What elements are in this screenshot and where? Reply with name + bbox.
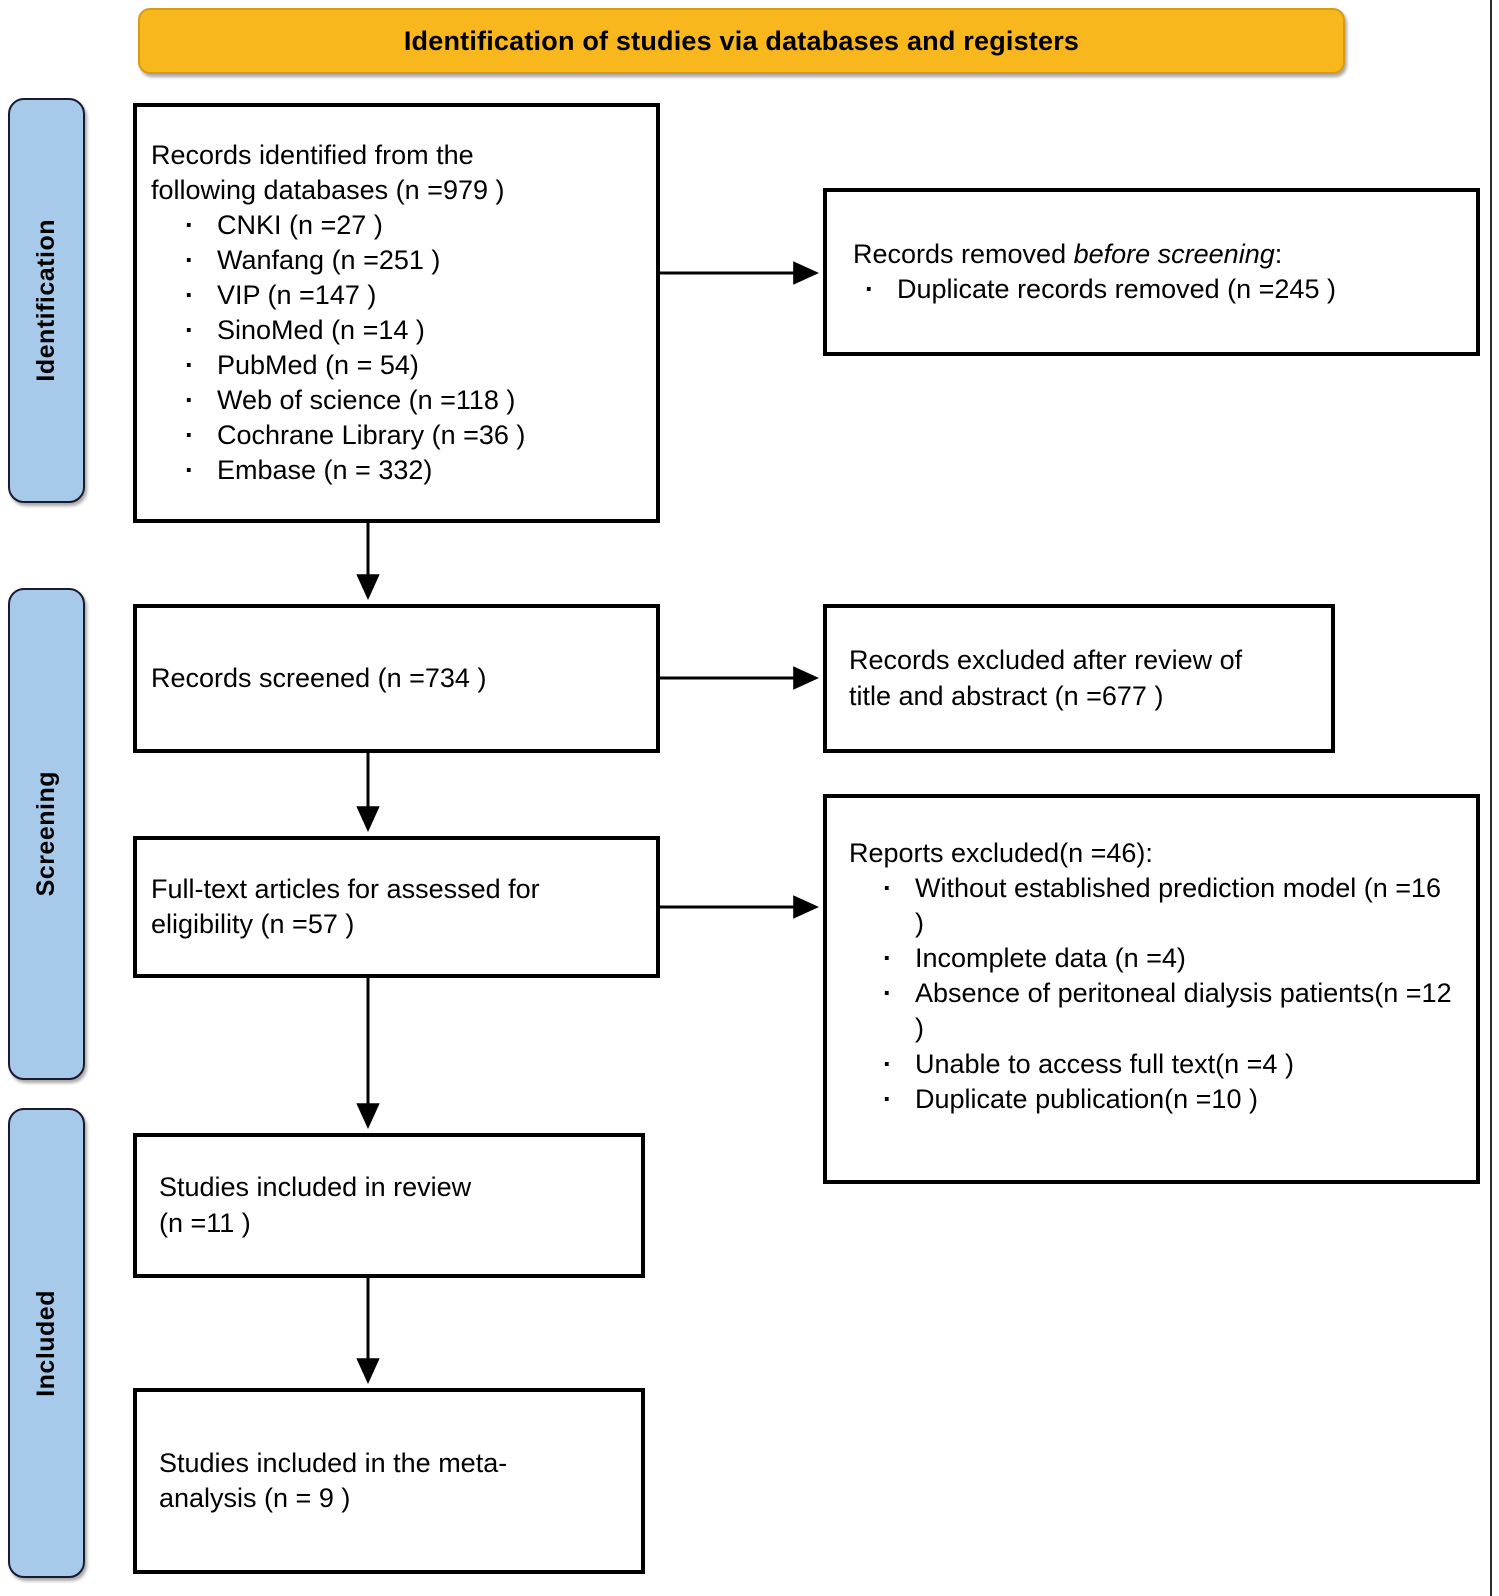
- list-item: Cochrane Library (n =36 ): [151, 418, 642, 453]
- box-studies-included-meta-analysis: Studies included in the meta- analysis (…: [133, 1388, 645, 1574]
- box-reports-excluded-content: Reports excluded(n =46): Without establi…: [827, 798, 1476, 1117]
- exclusion-reason: Without established prediction model (n …: [915, 873, 1442, 939]
- records-identified-line2: following databases (n =979 ): [151, 174, 505, 205]
- phase-label-screening: Screening: [32, 771, 60, 897]
- removed-entry: Duplicate records removed (n =245 ): [897, 274, 1336, 304]
- phase-bar-screening: Screening: [8, 588, 85, 1080]
- phase-bar-included: Included: [8, 1108, 85, 1578]
- included-review-line1: Studies included in review: [159, 1172, 472, 1203]
- reports-excluded-heading: Reports excluded(n =46):: [849, 838, 1153, 868]
- records-removed-heading-italic: before screening: [1073, 238, 1275, 269]
- records-identified-line1: Records identified from the: [151, 139, 474, 170]
- records-screened-line1: Records screened (n =734 ): [151, 662, 487, 693]
- box-records-removed-before-screening: Records removed before screening: Duplic…: [823, 188, 1480, 356]
- list-item: CNKI (n =27 ): [151, 208, 642, 243]
- phase-label-included: Included: [32, 1289, 60, 1397]
- database-entry: VIP (n =147 ): [217, 279, 377, 310]
- list-item: Incomplete data (n =4): [849, 941, 1454, 976]
- list-item: Duplicate records removed (n =245 ): [853, 272, 1450, 307]
- records-removed-list: Duplicate records removed (n =245 ): [853, 272, 1450, 307]
- list-item: SinoMed (n =14 ): [151, 313, 642, 348]
- box-records-excluded-title-abstract: Records excluded after review of title a…: [823, 604, 1335, 753]
- list-item: Without established prediction model (n …: [849, 871, 1454, 941]
- box-studies-included-meta-content: Studies included in the meta- analysis (…: [137, 1446, 641, 1516]
- page-edge-line: [1490, 0, 1492, 1596]
- box-records-identified: Records identified from the following da…: [133, 103, 660, 523]
- diagram-header-banner: Identification of studies via databases …: [138, 8, 1345, 74]
- records-removed-heading: Records removed before screening:: [853, 237, 1450, 272]
- database-entry: CNKI (n =27 ): [217, 209, 383, 240]
- fulltext-assessed-line1: Full-text articles for assessed for: [151, 873, 540, 904]
- records-removed-heading-plain: Records removed: [853, 238, 1074, 269]
- list-item: Duplicate publication(n =10 ): [849, 1082, 1454, 1117]
- box-studies-included-review-content: Studies included in review (n =11 ): [137, 1170, 641, 1240]
- box-records-screened: Records screened (n =734 ): [133, 604, 660, 753]
- database-entry: Web of science (n =118 ): [217, 385, 516, 416]
- box-records-screened-content: Records screened (n =734 ): [137, 661, 656, 696]
- records-removed-heading-tail: :: [1274, 238, 1283, 269]
- box-fulltext-assessed: Full-text articles for assessed for elig…: [133, 836, 660, 978]
- exclusion-reason: Unable to access full text(n =4 ): [915, 1048, 1294, 1079]
- fulltext-assessed-line2: eligibility (n =57 ): [151, 909, 355, 939]
- reports-excluded-list: Without established prediction model (n …: [849, 871, 1454, 1117]
- included-meta-line1: Studies included in the meta-: [159, 1447, 508, 1478]
- list-item: PubMed (n = 54): [151, 348, 642, 383]
- list-item: Web of science (n =118 ): [151, 383, 642, 418]
- box-studies-included-review: Studies included in review (n =11 ): [133, 1133, 645, 1278]
- records-excluded-line2: title and abstract (n =677 ): [849, 680, 1164, 711]
- list-item: VIP (n =147 ): [151, 278, 642, 313]
- box-fulltext-assessed-content: Full-text articles for assessed for elig…: [137, 872, 656, 942]
- exclusion-reason: Absence of peritoneal dialysis patients(…: [915, 978, 1452, 1044]
- included-review-line2: (n =11 ): [159, 1207, 251, 1238]
- database-entry: Embase (n = 332): [217, 455, 433, 486]
- database-entry: PubMed (n = 54): [217, 350, 419, 381]
- list-item: Absence of peritoneal dialysis patients(…: [849, 976, 1454, 1046]
- list-item: Embase (n = 332): [151, 453, 642, 488]
- banner-title: Identification of studies via databases …: [403, 25, 1080, 56]
- database-entry: SinoMed (n =14 ): [217, 315, 425, 345]
- database-entry: Cochrane Library (n =36 ): [217, 420, 526, 451]
- exclusion-reason: Duplicate publication(n =10 ): [915, 1083, 1258, 1114]
- list-item: Unable to access full text(n =4 ): [849, 1047, 1454, 1082]
- box-reports-excluded: Reports excluded(n =46): Without establi…: [823, 794, 1480, 1184]
- phase-bar-identification: Identification: [8, 98, 85, 503]
- included-meta-line2: analysis (n = 9 ): [159, 1483, 351, 1513]
- records-excluded-line1: Records excluded after review of: [849, 645, 1243, 676]
- box-records-removed-content: Records removed before screening: Duplic…: [827, 237, 1476, 307]
- phase-label-identification: Identification: [32, 219, 60, 382]
- box-records-identified-content: Records identified from the following da…: [137, 138, 656, 489]
- database-entry: Wanfang (n =251 ): [217, 244, 441, 275]
- exclusion-reason: Incomplete data (n =4): [915, 943, 1186, 974]
- records-identified-database-list: CNKI (n =27 ) Wanfang (n =251 ) VIP (n =…: [151, 208, 642, 489]
- list-item: Wanfang (n =251 ): [151, 243, 642, 278]
- box-records-excluded-content: Records excluded after review of title a…: [827, 643, 1331, 713]
